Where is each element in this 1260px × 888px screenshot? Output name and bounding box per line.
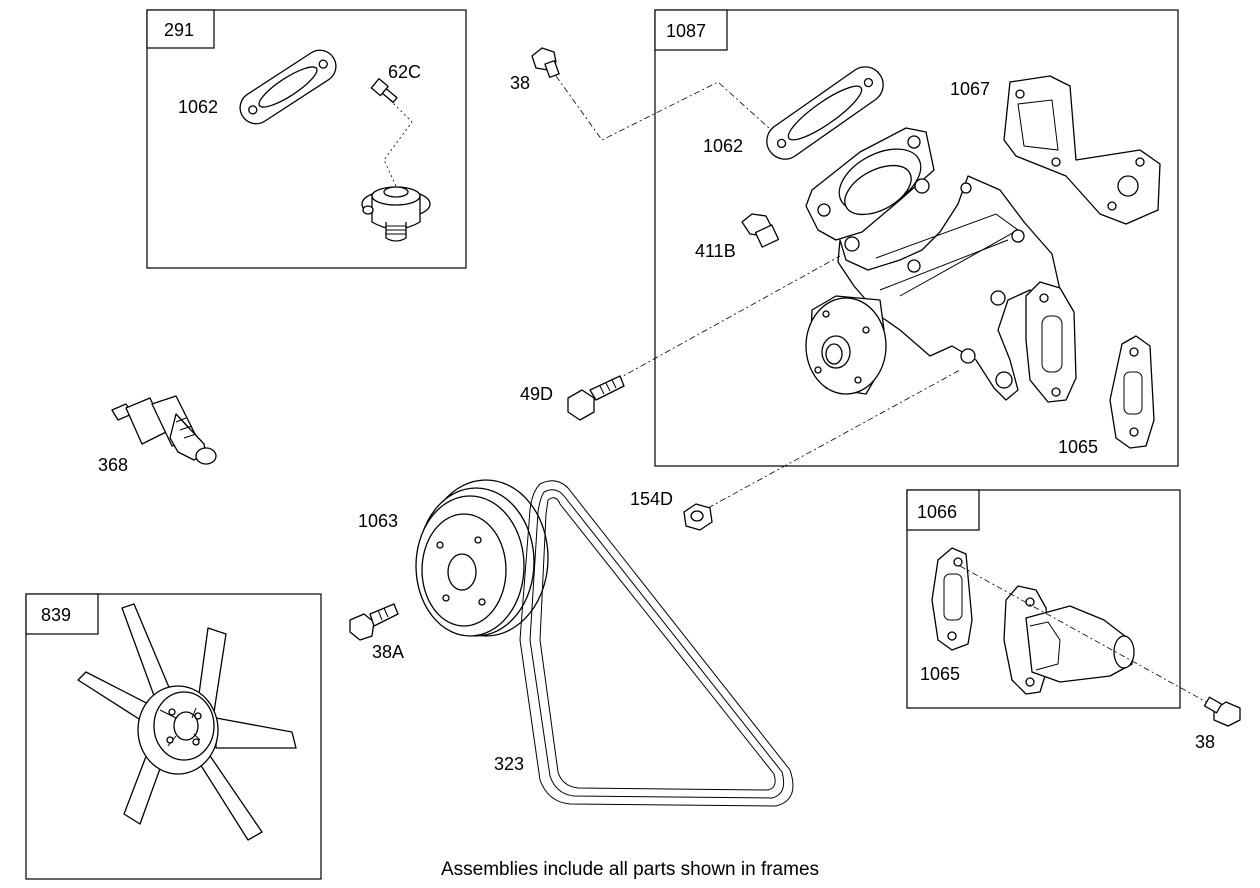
bolt-49d[interactable] <box>567 375 625 421</box>
gasket-1065-pump[interactable] <box>1109 335 1155 449</box>
diagram-caption: Assemblies include all parts shown in fr… <box>440 859 820 880</box>
nut-154d[interactable] <box>683 503 713 531</box>
frame-tag-839: 839 <box>41 605 71 625</box>
pulley-1063[interactable] <box>415 479 549 637</box>
label-49d: 49D <box>520 384 553 404</box>
label-38-top: 38 <box>510 73 530 93</box>
label-38-bottom: 38 <box>1195 732 1215 752</box>
label-1062-pump: 1062 <box>703 136 743 156</box>
screw-62c[interactable] <box>370 78 399 105</box>
thermostat[interactable] <box>361 186 431 242</box>
bolt-38-top[interactable] <box>531 47 560 78</box>
frame-1066: 1066 1065 <box>906 489 1181 709</box>
frame-tag-1087: 1087 <box>666 21 706 41</box>
cooling-fan[interactable] <box>77 603 297 841</box>
frame-291: 291 1062 62C <box>146 9 467 269</box>
thermostat-gasket[interactable] <box>234 44 342 130</box>
label-154d: 154D <box>630 489 673 509</box>
pump-gasket-1062[interactable] <box>760 60 890 166</box>
label-1063: 1063 <box>358 511 398 531</box>
v-belt-323[interactable] <box>519 480 794 807</box>
label-1067: 1067 <box>950 79 990 99</box>
frame-tag-1066: 1066 <box>917 502 957 522</box>
plug-411b[interactable] <box>741 213 780 248</box>
label-1065-outlet: 1065 <box>920 664 960 684</box>
label-368: 368 <box>98 455 128 475</box>
label-323: 323 <box>494 754 524 774</box>
water-pump[interactable] <box>805 127 1077 403</box>
gasket-1067[interactable] <box>1003 75 1161 225</box>
label-38a: 38A <box>372 642 404 662</box>
label-1062-thermostat: 1062 <box>178 97 218 117</box>
gasket-1065-outlet[interactable] <box>931 547 973 651</box>
label-62c: 62C <box>388 62 421 82</box>
frame-1087: 1087 1062 1067 411B <box>654 9 1179 467</box>
frame-tag-291: 291 <box>164 20 194 40</box>
bolt-38a[interactable] <box>349 603 399 641</box>
bolt-38-bottom[interactable] <box>1203 696 1241 727</box>
label-411b: 411B <box>695 241 736 261</box>
outlet-housing[interactable] <box>1003 585 1135 695</box>
temperature-sender-368[interactable] <box>111 395 217 465</box>
label-1065-pump: 1065 <box>1058 437 1098 457</box>
frame-839: 839 <box>25 593 322 880</box>
